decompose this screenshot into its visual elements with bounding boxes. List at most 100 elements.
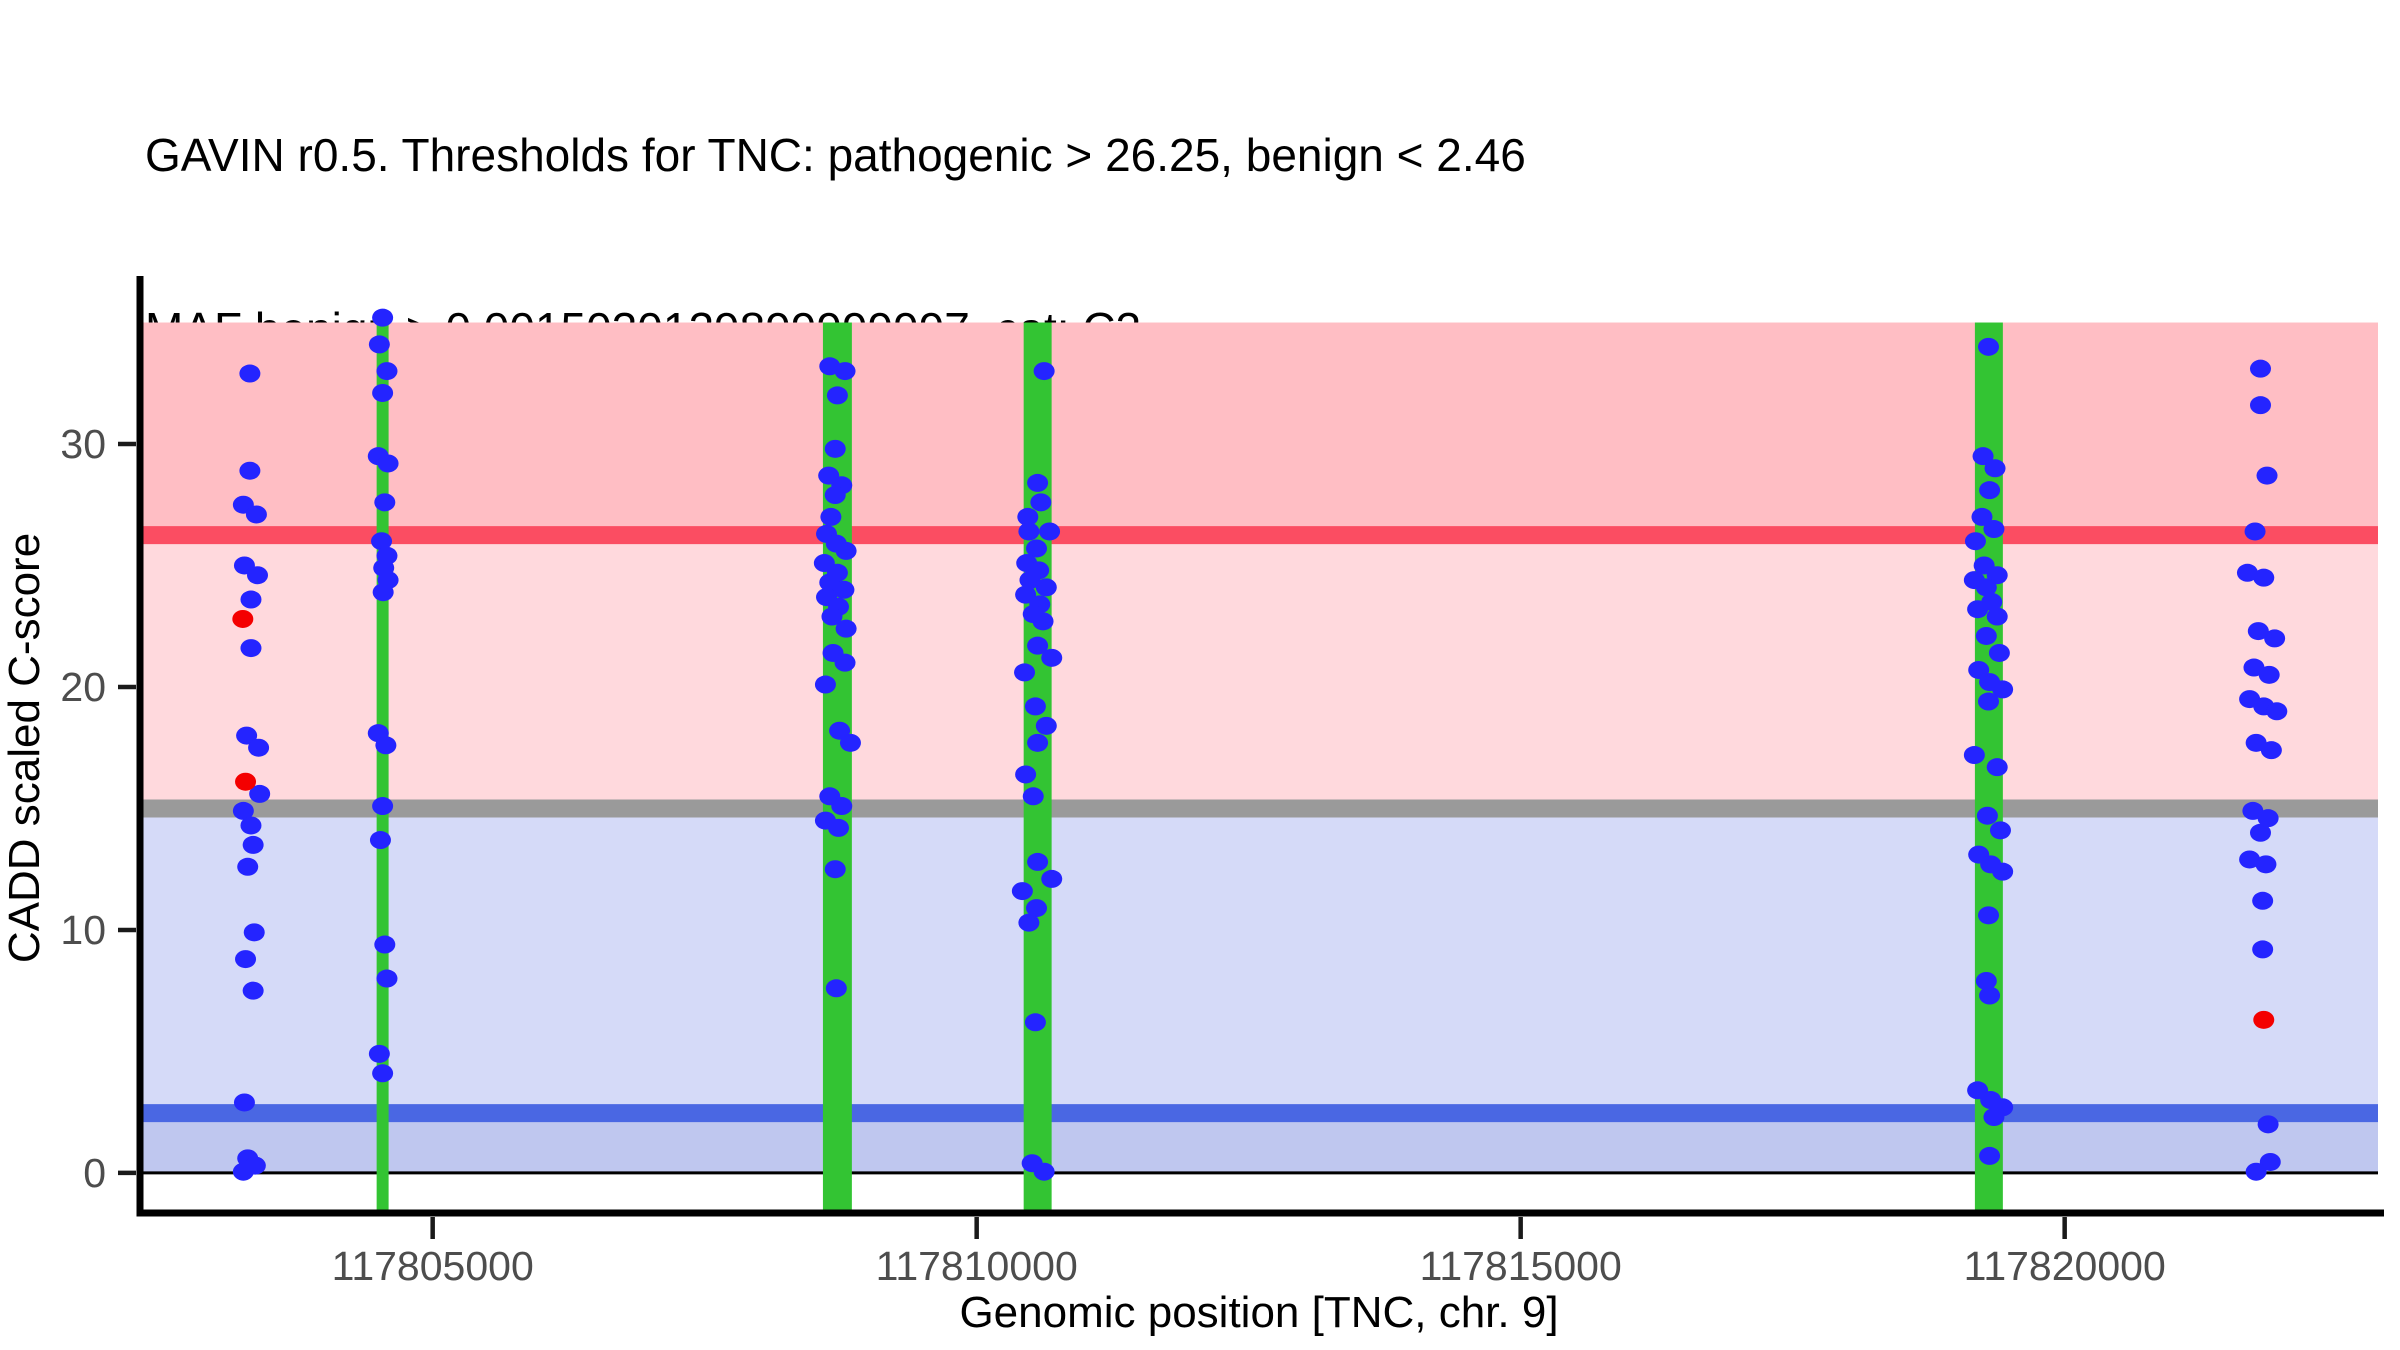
gnomad-variant-point	[1026, 539, 1048, 558]
gnomad-variant-point	[371, 532, 393, 551]
gnomad-variant-point	[1975, 971, 1997, 990]
gnomad-variant-point	[1035, 578, 1057, 597]
gnomad-variant-point	[1963, 746, 1985, 765]
gnomad-variant-point	[1971, 507, 1993, 526]
y-tick-label: 20	[60, 664, 106, 710]
gnomad-variant-point	[372, 1064, 394, 1083]
gnomad-variant-point	[372, 583, 394, 602]
clinvar-pathogenic-point	[235, 772, 257, 791]
gnomad-variant-point	[1979, 481, 2001, 500]
gnomad-variant-point	[1975, 626, 1997, 645]
gnomad-variant-point	[1986, 607, 2008, 626]
gnomad-variant-point	[1024, 697, 1046, 716]
gnomad-variant-point	[242, 981, 264, 1000]
gnomad-variant-point	[1022, 787, 1044, 806]
gnomad-variant-point	[2252, 891, 2274, 910]
gnomad-variant-point	[374, 935, 396, 954]
x-tick-label: 117815000	[1420, 1243, 1622, 1289]
gnomad-variant-point	[2253, 568, 2275, 587]
gnomad-variant-point	[1975, 578, 1997, 597]
gnomad-variant-point	[2259, 1152, 2281, 1171]
gnomad-variant-point	[1011, 882, 1033, 901]
gnomad-variant-point	[1014, 663, 1036, 682]
gnomad-variant-point	[2249, 396, 2271, 415]
band-pathogenic-zone	[143, 322, 2378, 536]
gnomad-variant-point	[835, 619, 857, 638]
x-tick-label: 117810000	[876, 1243, 1078, 1289]
gnomad-variant-point	[239, 364, 261, 383]
gnomad-variant-point	[369, 831, 391, 850]
gnomad-variant-point	[834, 362, 856, 381]
gnomad-variant-point	[372, 383, 394, 402]
exon-bar	[376, 322, 389, 1210]
gnomad-variant-point	[831, 797, 853, 816]
gnomad-variant-point	[827, 818, 849, 837]
gnomad-variant-point	[232, 1162, 254, 1181]
gnomad-variant-point	[1035, 716, 1057, 735]
gnomad-variant-point	[826, 386, 848, 405]
gnomad-variant-point	[2245, 1162, 2267, 1181]
gnomad-variant-point	[1977, 692, 1999, 711]
gnomad-variant-point	[833, 580, 855, 599]
band-likely-benign	[143, 808, 2378, 1114]
x-axis-title: Genomic position [TNC, chr. 9]	[959, 1288, 1559, 1337]
gnomad-variant-point	[245, 505, 267, 524]
gnomad-variant-point	[1983, 1108, 2005, 1127]
gnomad-variant-point	[2257, 1115, 2279, 1134]
gnomad-variant-point	[1979, 986, 2001, 1005]
gnomad-variant-point	[1041, 869, 1063, 888]
gnomad-variant-point	[1977, 337, 1999, 356]
gnomad-variant-point	[1033, 1162, 1055, 1181]
gnomad-variant-point	[839, 733, 861, 752]
gnomad-variant-point	[820, 507, 842, 526]
gnomad-variant-point	[2255, 855, 2277, 874]
gnomad-variant-point	[829, 721, 851, 740]
gnomad-variant-point	[1968, 660, 1990, 679]
gnomad-variant-point	[376, 362, 398, 381]
gnomad-variant-point	[1989, 821, 2011, 840]
gnomad-variant-point	[1041, 648, 1063, 667]
y-tick-label: 10	[60, 907, 106, 953]
x-tick-label: 117820000	[1964, 1243, 2166, 1289]
gnomad-variant-point	[372, 308, 394, 327]
gnomad-variant-point	[1018, 913, 1040, 932]
gnomad-variant-point	[247, 566, 269, 585]
gnomad-variant-point	[240, 639, 262, 658]
gnomad-variant-point	[2244, 522, 2266, 541]
gnomad-variant-point	[249, 784, 271, 803]
gnomad-variant-point	[1984, 459, 2006, 478]
gnomad-variant-point	[240, 590, 262, 609]
gnomad-variant-point	[834, 653, 856, 672]
gnomad-variant-point	[1017, 507, 1039, 526]
gnomad-variant-point	[1027, 473, 1049, 492]
y-axis-title: CADD scaled C-score	[0, 532, 49, 964]
gnomad-variant-point	[2260, 741, 2282, 760]
gnomad-variant-point	[1988, 643, 2010, 662]
chart-title-line-1: GAVIN r0.5. Thresholds for TNC: pathogen…	[145, 129, 1526, 181]
gnomad-variant-point	[2266, 702, 2288, 721]
gnomad-variant-point	[1986, 758, 2008, 777]
gnomad-variant-point	[233, 1093, 255, 1112]
gnomad-variant-point	[368, 335, 390, 354]
gnomad-variant-point	[1027, 733, 1049, 752]
gnomad-variant-point	[239, 461, 261, 480]
gnomad-variant-point	[2258, 665, 2280, 684]
gnomad-variant-point	[1032, 612, 1054, 631]
gnomad-variant-point	[1964, 532, 1986, 551]
gnomad-variant-point	[1015, 585, 1037, 604]
gnomad-variant-point	[1039, 522, 1061, 541]
gnomad-variant-point	[1992, 680, 2014, 699]
gnomad-variant-point	[240, 816, 262, 835]
gnomad-variant-point	[1024, 1013, 1046, 1032]
gnomad-variant-point	[243, 923, 265, 942]
gnomad-variant-point	[232, 801, 254, 820]
gnomad-variant-point	[2249, 359, 2271, 378]
gnomad-variant-point	[2256, 466, 2278, 485]
gnomad-variant-point	[824, 439, 846, 458]
gnomad-variant-point	[368, 1044, 390, 1063]
gnomad-variant-point	[375, 736, 397, 755]
gnomad-variant-point	[1015, 765, 1037, 784]
gnomad-variant-point	[236, 726, 258, 745]
